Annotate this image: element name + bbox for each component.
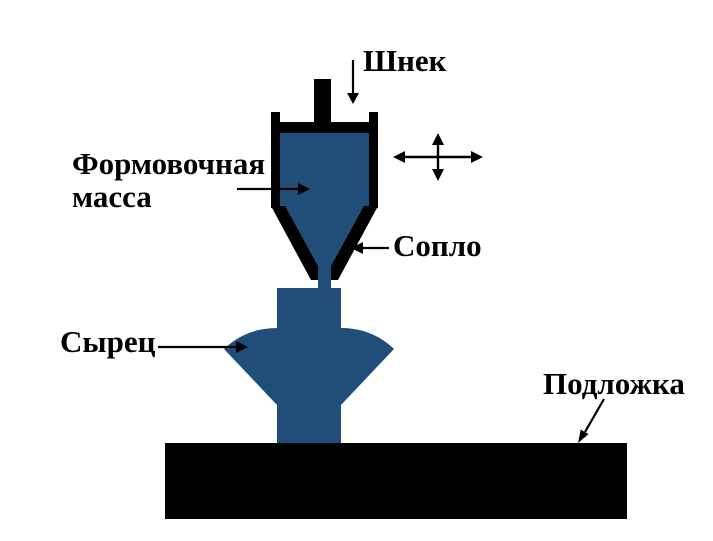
substrate-plate [165,443,627,519]
screw-shaft [314,79,331,125]
molding-mass-fill [280,133,369,208]
green-body-arrow-icon [158,341,248,353]
molding-mass-label-line2: масса [72,179,152,214]
nozzle-cone-inner [285,206,364,268]
molding-mass-arrow-icon [237,183,310,195]
screw-label: Шнек [363,43,447,78]
green-body-label: Сырец [60,324,156,359]
molding-mass-label: Формовочная масса [72,147,265,213]
green-body-shape [224,288,394,444]
nozzle-label: Сопло [393,228,482,263]
substrate-arrow-icon [578,398,605,443]
hopper-wall-left [271,112,280,208]
movement-cross-icon [393,133,483,181]
piston-plate [280,122,369,133]
nozzle-arrow-icon [351,242,389,254]
extruded-strand [318,266,331,290]
substrate-label: Подложка [543,366,685,401]
molding-mass-label-line1: Формовочная [72,146,266,181]
screw-down-arrow-icon [347,60,359,104]
hopper-wall-right [369,112,378,208]
